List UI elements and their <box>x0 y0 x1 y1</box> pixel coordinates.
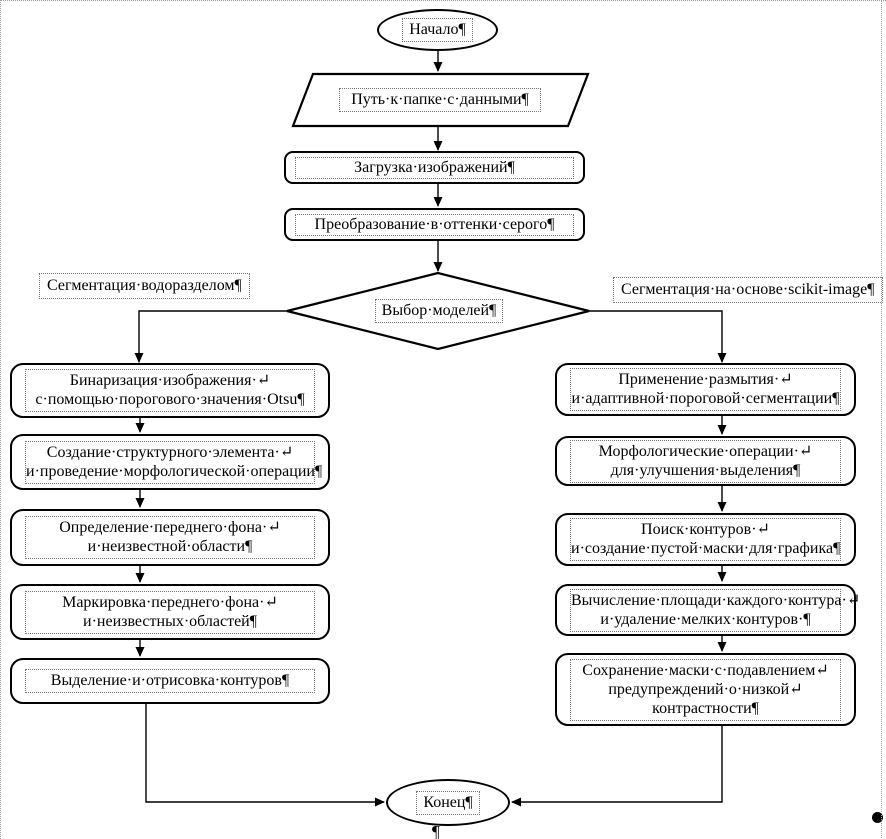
arrow-decision-to-right-branch[interactable] <box>589 310 727 363</box>
branch-label-text: Сегментация·на·основе·scikit-image¶ <box>621 281 875 298</box>
step-structuring-element[interactable]: Создание·структурного·элемента·↵ и·прове… <box>10 434 330 490</box>
text-frame: Определение·переднего·фона·↵ и·неизвестн… <box>25 516 315 559</box>
text-frame: Выделение·и·отрисовка·контуров¶ <box>25 669 315 693</box>
text-line: и·неизвестных·областей¶ <box>83 612 257 630</box>
process-grayscale[interactable]: Преобразование·в·оттенки·серого¶ <box>284 208 585 241</box>
text-frame: Сохранение·маски·с·подавлением↵ предупре… <box>570 658 841 721</box>
step-contour-area-filter[interactable]: Вычисление·площади·каждого·контура·↵ и·у… <box>555 584 861 636</box>
arrow-left-branch-to-end[interactable] <box>145 704 385 807</box>
text-line: Сохранение·маски·с·подавлением↵ <box>582 661 829 679</box>
text-line: Бинаризация·изображения·↵ <box>69 372 271 389</box>
step-binarization-otsu[interactable]: Бинаризация·изображения·↵ с·помощью·поро… <box>10 363 330 418</box>
text-line: Вычисление·площади·каждого·контура·↵ <box>571 591 861 609</box>
text-line: и·неизвестной·области¶ <box>87 538 253 555</box>
text-line: и·удаление·мелких·контуров·¶ <box>600 610 811 628</box>
step-draw-contours[interactable]: Выделение·и·отрисовка·контуров¶ <box>10 658 330 704</box>
text-line: предупреждений·о·низкой↵ <box>608 680 803 698</box>
step-save-mask[interactable]: Сохранение·маски·с·подавлением↵ предупре… <box>555 653 856 726</box>
branch-label-scikit-image[interactable]: Сегментация·на·основе·scikit-image¶ <box>613 277 883 303</box>
node-label: Загрузка·изображений¶ <box>354 158 515 176</box>
text-frame: Маркировка·переднего·фона·↵ и·неизвестны… <box>25 590 315 634</box>
text-line: Создание·структурного·элемента·↵ <box>46 443 294 461</box>
text-line: Морфологические·операции·↵ <box>598 442 813 460</box>
node-label: Преобразование·в·оттенки·серого¶ <box>314 215 555 233</box>
paragraph-mark: ¶ <box>432 822 440 839</box>
decision-diamond-shape[interactable] <box>286 271 590 351</box>
decision-model-select[interactable]: Выбор·моделей¶ <box>287 273 591 349</box>
text-frame: Применение·размытия·↵ и·адаптивной·порог… <box>570 368 841 411</box>
terminator-start[interactable]: Начало¶ <box>377 9 498 51</box>
process-load-images[interactable]: Загрузка·изображений¶ <box>284 151 585 184</box>
text-line: и·проведение·морфологической·операции¶ <box>26 462 323 480</box>
text-line: с·помощью·порогового·значения·Otsu¶ <box>35 391 305 408</box>
text-line: Выделение·и·отрисовка·контуров¶ <box>50 672 290 689</box>
step-blur-adaptive-threshold[interactable]: Применение·размытия·↵ и·адаптивной·порог… <box>555 363 856 416</box>
text-line: Применение·размытия·↵ <box>618 371 793 388</box>
text-frame: Выбор·моделей¶ <box>374 299 504 323</box>
io-parallelogram-shape[interactable] <box>291 72 590 128</box>
text-frame: Преобразование·в·оттенки·серого¶ <box>295 213 574 236</box>
terminator-end[interactable]: Конец¶ <box>386 779 510 826</box>
text-frame: Путь·к·папке·с·данными¶ <box>339 88 541 112</box>
text-frame: Загрузка·изображений¶ <box>295 156 574 179</box>
text-line: Поиск·контуров·↵ <box>641 521 770 538</box>
step-morphological-ops[interactable]: Морфологические·операции·↵ для·улучшения… <box>555 436 856 486</box>
node-label: Путь·к·папке·с·данными¶ <box>351 91 529 108</box>
branch-label-text: Сегментация·водоразделом¶ <box>47 277 242 294</box>
step-foreground-unknown[interactable]: Определение·переднего·фона·↵ и·неизвестн… <box>10 509 330 566</box>
text-frame: Бинаризация·изображения·↵ с·помощью·поро… <box>25 369 315 412</box>
text-frame: Конец¶ <box>416 790 480 815</box>
text-frame: Вычисление·площади·каждого·контура·↵ и·у… <box>570 588 861 632</box>
text-frame: Создание·структурного·элемента·↵ и·прове… <box>25 440 323 484</box>
connectors[interactable] <box>134 51 727 807</box>
object-anchor-dot <box>872 812 883 823</box>
text-line: Определение·переднего·фона·↵ <box>59 519 281 536</box>
text-boundary-right <box>881 1 882 839</box>
text-frame: Поиск·контуров·↵ и·создание·пустой·маски… <box>570 518 841 561</box>
node-label: Конец¶ <box>423 793 473 811</box>
text-frame: Морфологические·операции·↵ для·улучшения… <box>570 439 841 483</box>
text-line: и·создание·пустой·маски·для·графика¶ <box>571 540 841 557</box>
text-line: Маркировка·переднего·фона·↵ <box>62 593 278 611</box>
step-marking-foreground[interactable]: Маркировка·переднего·фона·↵ и·неизвестны… <box>10 584 330 640</box>
io-input-path[interactable]: Путь·к·папке·с·данными¶ <box>293 75 587 125</box>
node-label: Начало¶ <box>409 21 466 38</box>
node-label: Выбор·моделей¶ <box>381 302 497 319</box>
step-find-contours-empty-mask[interactable]: Поиск·контуров·↵ и·создание·пустой·маски… <box>555 513 856 566</box>
text-line: контрастности¶ <box>652 699 759 717</box>
text-frame: Начало¶ <box>402 18 473 42</box>
branch-label-watershed[interactable]: Сегментация·водоразделом¶ <box>39 273 250 299</box>
text-line: и·адаптивной·пороговой·сегментации¶ <box>571 390 840 407</box>
arrow-decision-to-left-branch[interactable] <box>134 310 289 363</box>
arrow-right-branch-to-end[interactable] <box>511 726 723 807</box>
text-line: для·улучшения·выделения¶ <box>610 461 801 479</box>
